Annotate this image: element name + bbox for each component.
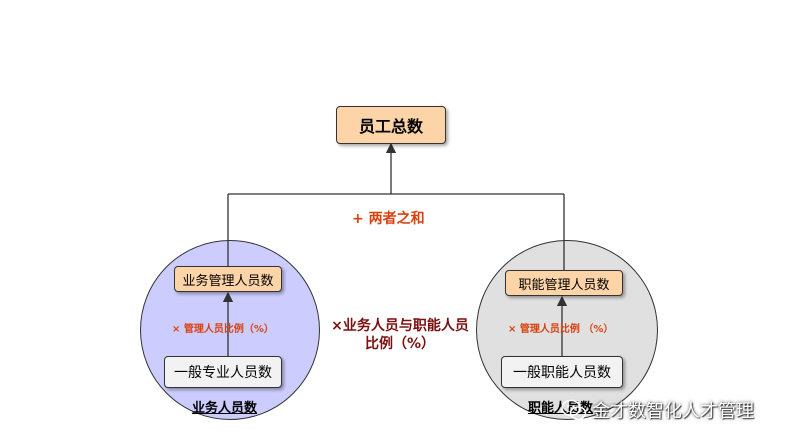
functional-management-node: 职能管理人员数 [505, 270, 623, 296]
functional-staff-title: 职能人员数 [528, 401, 594, 416]
total-employees-node: 员工总数 [336, 106, 446, 144]
business-staff-title: 业务人员数 [192, 401, 258, 416]
management-ratio-left-label: × 管理人员比例（%） [172, 324, 274, 335]
watermark-text: 金才数智化人才管理 [592, 401, 754, 422]
general-functional-node: 一般职能人员数 [501, 356, 623, 388]
watermark: 金才数智化人才管理 [560, 396, 754, 424]
wechat-icon [561, 399, 587, 420]
business-management-node: 业务管理人员数 [174, 266, 282, 292]
business-functional-ratio-label: ×业务人员与职能人员比例（%） [331, 318, 469, 352]
general-professional-node: 一般专业人员数 [164, 356, 282, 388]
sum-label: + 两者之和 [352, 211, 425, 227]
management-ratio-right-label: × 管理人员比例 （%） [508, 324, 614, 335]
